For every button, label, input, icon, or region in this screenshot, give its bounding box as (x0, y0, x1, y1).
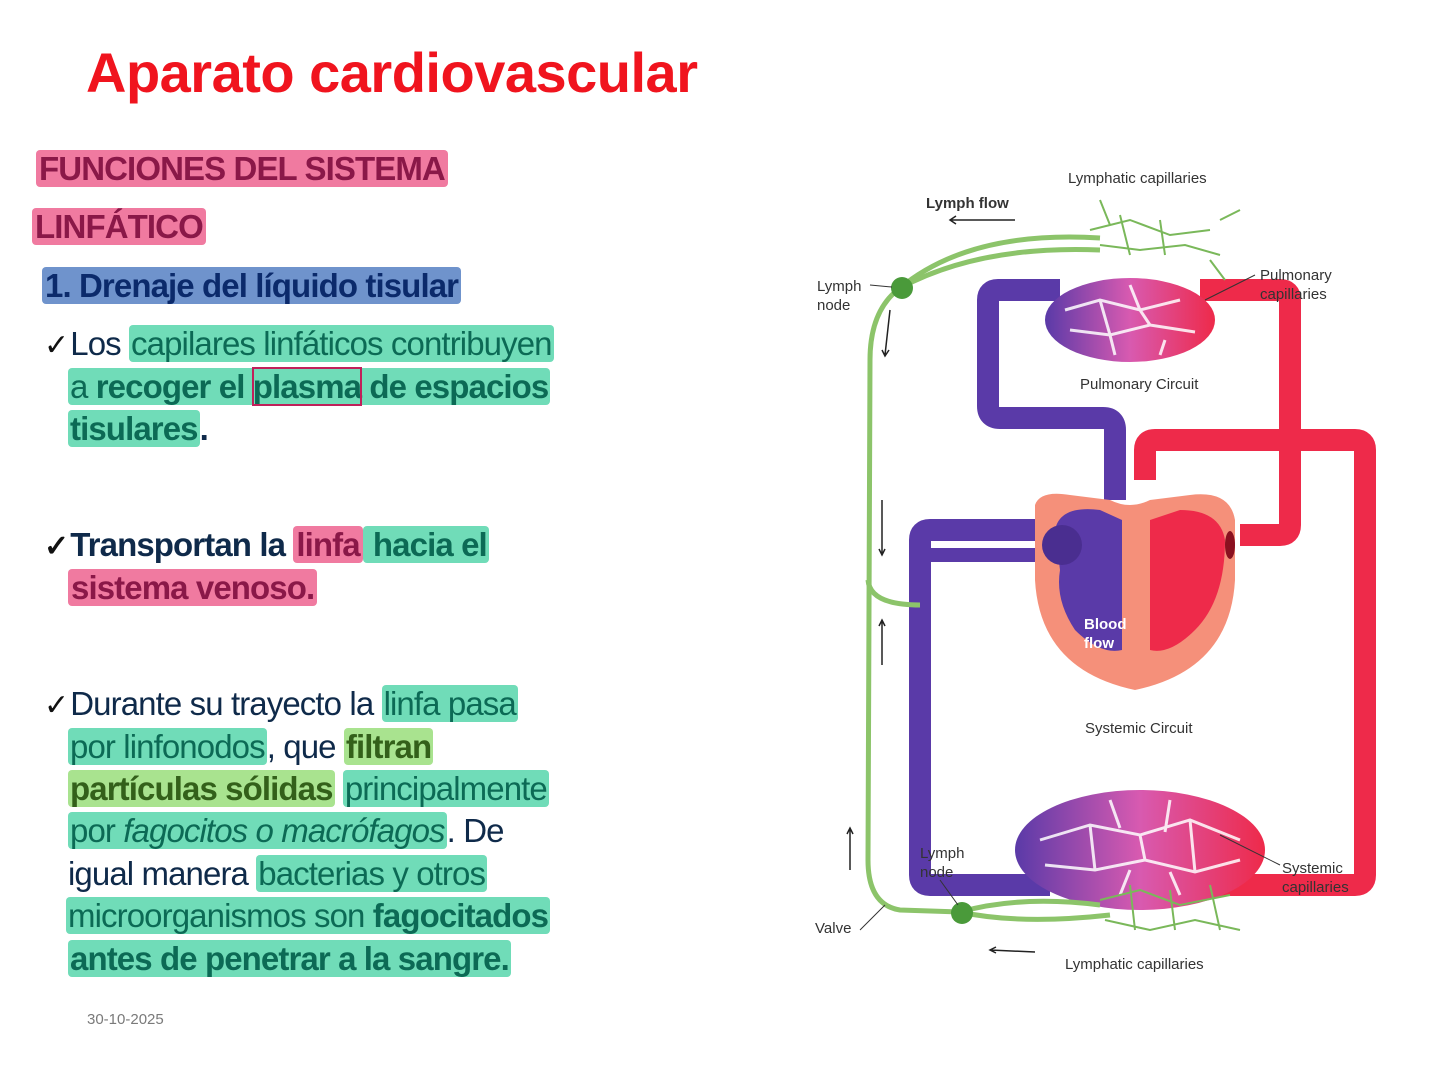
bullet-2-line-1: ✓Transportan la linfa hacia el (44, 526, 489, 566)
lymphatic-vessels (865, 234, 1111, 922)
highlight: por linfonodos (68, 728, 267, 765)
check-icon: ✓ (44, 530, 69, 563)
check-icon: ✓ (44, 689, 69, 722)
lymph-node-top (891, 277, 913, 299)
label-lymph-node-bottom: node (920, 864, 953, 881)
highlight: filtran (343, 728, 434, 765)
label-lymphatic-capillaries-bottom: Lymphatic capillaries (1065, 956, 1204, 973)
heading-line-2: LINFÁTICO (32, 208, 206, 246)
text: microorganismos son (68, 897, 373, 934)
label-lymph-node-top: node (817, 297, 850, 314)
heading-text: FUNCIONES DEL SISTEMA (36, 150, 448, 187)
heading-line-1: FUNCIONES DEL SISTEMA (36, 150, 448, 188)
text: Los (70, 325, 130, 362)
bullet-3-line-7: antes de penetrar a la sangre. (68, 940, 511, 978)
text: Durante su trayecto la (70, 685, 382, 722)
text: de espacios (361, 368, 549, 405)
bullet-3-line-4: por fagocitos o macrófagos. De (68, 812, 504, 850)
slide-date: 30-10-2025 (87, 1011, 164, 1028)
highlight: tisulares (68, 410, 200, 447)
text: . De (446, 812, 505, 849)
label-systemic-circuit: Systemic Circuit (1085, 720, 1193, 737)
highlight: sistema venoso. (68, 569, 318, 606)
lymphatic-capillaries (1089, 199, 1241, 932)
text: por (70, 812, 124, 849)
label-lymph-node-top: Lymph (817, 278, 861, 295)
heading-text: LINFÁTICO (32, 208, 206, 245)
text: a (70, 368, 96, 405)
systemic-capillaries (1015, 790, 1265, 910)
label-lymph-node-bottom: Lymph (920, 845, 964, 862)
text: Transportan la (70, 526, 294, 563)
check-icon: ✓ (44, 329, 69, 362)
systemic-artery (1134, 429, 1376, 896)
bullet-3-line-6: microorganismos son fagocitados (66, 897, 551, 935)
bullet-1-line-2: a recoger el plasma de espacios (68, 367, 551, 406)
bullet-1-line-3: tisulares. (68, 410, 209, 448)
bullet-3-line-3: partículas sólidas principalmente (68, 770, 549, 808)
pulmonary-vein (1200, 279, 1301, 546)
text (335, 770, 343, 807)
text: recoger el (95, 368, 253, 405)
subheading: 1. Drenaje del líquido tisular (42, 267, 462, 305)
highlight: principalmente (342, 770, 549, 807)
lymph-node-bottom (951, 902, 973, 924)
label-pulmonary-circuit: Pulmonary Circuit (1080, 376, 1199, 393)
label-pulmonary-capillaries: Pulmonary (1260, 267, 1332, 284)
highlight: bacterias y otros (256, 855, 488, 892)
bullet-3-line-5: igual manera bacterias y otros (68, 855, 488, 893)
systemic-vein (909, 519, 1050, 896)
cardiovascular-lymphatic-diagram: Lymphatic capillaries Lymph flow Lymph n… (815, 170, 1376, 973)
text: igual manera (68, 855, 257, 892)
highlight: antes de penetrar a la sangre. (68, 940, 511, 977)
label-blood-flow: flow (1084, 635, 1114, 652)
boxed-word: plasma (251, 367, 363, 406)
text: fagocitados (372, 897, 549, 934)
bullet-2-line-2: sistema venoso. (68, 569, 318, 607)
bullet-3-line-2: por linfonodos, que filtran (68, 728, 434, 766)
label-systemic-capillaries: capillaries (1282, 879, 1349, 896)
subheading-text: 1. Drenaje del líquido tisular (42, 267, 462, 304)
label-pulmonary-capillaries: capillaries (1260, 286, 1327, 303)
label-lymph-flow: Lymph flow (926, 195, 1009, 212)
label-systemic-capillaries: Systemic (1282, 860, 1343, 877)
bullet-1-line-1: ✓Los capilares linfáticos contribuyen (44, 325, 554, 365)
highlight: linfa (293, 526, 363, 563)
label-lymphatic-capillaries-top: Lymphatic capillaries (1068, 170, 1207, 187)
highlight: capilares linfáticos contribuyen (129, 325, 554, 362)
highlight: linfa pasa (381, 685, 518, 722)
label-blood-flow: Blood (1084, 616, 1127, 633)
bullet-3-line-1: ✓Durante su trayecto la linfa pasa (44, 685, 518, 725)
highlight: hacia el (362, 526, 489, 563)
highlight: partículas sólidas (68, 770, 335, 807)
text: , que (266, 728, 344, 765)
pulmonary-artery (977, 279, 1126, 500)
label-valve: Valve (815, 920, 851, 937)
pulmonary-capillaries (1045, 278, 1215, 362)
slide-title: Aparato cardiovascular (86, 41, 698, 104)
text: fagocitos o macrófagos (123, 812, 445, 849)
text: . (199, 410, 209, 447)
